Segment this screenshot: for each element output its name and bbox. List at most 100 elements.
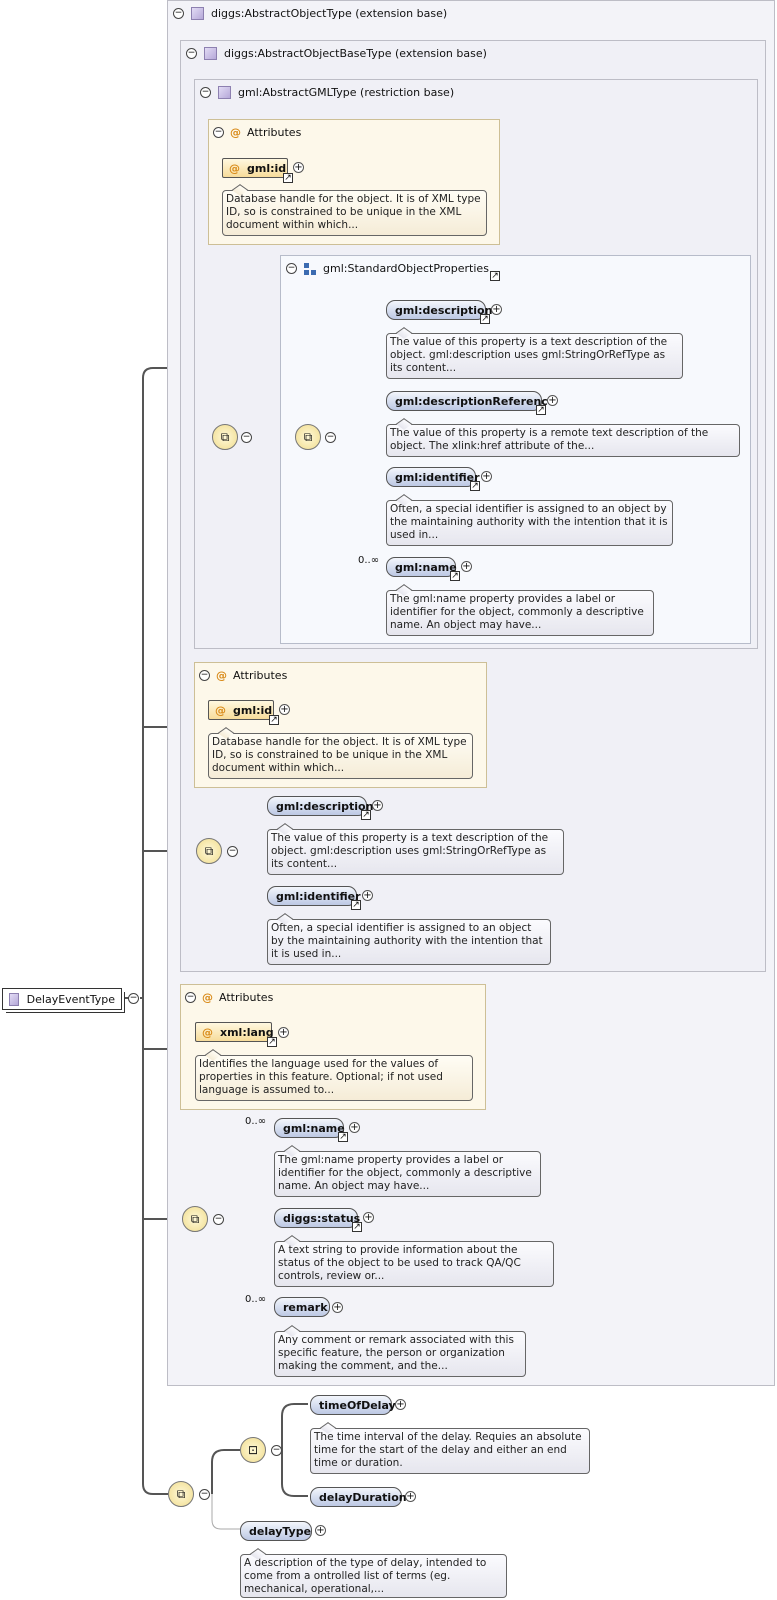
attribute-gml-id[interactable]: @ gml:id (222, 158, 288, 178)
sequence-compositor[interactable]: ⧉ (295, 424, 321, 450)
collapse-icon[interactable]: − (199, 1489, 210, 1500)
sequence-compositor[interactable]: ⧉ (168, 1481, 194, 1507)
collapse-icon[interactable]: − (227, 846, 238, 857)
sequence-compositor[interactable]: ⧉ (212, 424, 238, 450)
attribute-name: gml:id (247, 161, 287, 175)
attribute-name: gml:id (233, 703, 273, 717)
attribute-name: xml:lang (220, 1025, 274, 1039)
expand-icon[interactable]: + (461, 561, 472, 572)
abstract-object-base-type-label: diggs:AbstractObjectBaseType (extension … (224, 47, 487, 60)
expand-icon[interactable]: + (332, 1302, 343, 1313)
attributes-header: − @ Attributes (213, 126, 301, 139)
gml-description-doc: The value of this property is a text des… (267, 829, 564, 875)
expand-icon[interactable]: + (349, 1122, 360, 1133)
at-icon: @ (230, 126, 241, 139)
attribute-xml-lang[interactable]: @ xml:lang (195, 1022, 274, 1042)
gml-name-doc: The gml:name property provides a label o… (386, 590, 654, 636)
expand-icon[interactable]: + (372, 800, 383, 811)
abstract-gml-type-header: − gml:AbstractGMLType (restriction base) (200, 86, 454, 99)
collapse-icon[interactable]: − (185, 992, 196, 1003)
collapse-icon[interactable]: − (213, 1214, 224, 1225)
element-gml-identifier[interactable]: gml:identifier (386, 467, 480, 487)
reference-icon[interactable]: ↗ (450, 571, 460, 581)
reference-icon[interactable]: ↗ (267, 1037, 277, 1047)
expand-icon[interactable]: + (363, 1212, 374, 1223)
reference-icon[interactable]: ↗ (361, 810, 371, 820)
expand-icon[interactable]: + (362, 890, 373, 901)
collapse-icon[interactable]: − (286, 263, 297, 274)
expand-icon[interactable]: + (315, 1525, 326, 1536)
abstract-object-type-label: diggs:AbstractObjectType (extension base… (211, 7, 448, 20)
expand-icon[interactable]: + (491, 304, 502, 315)
element-gml-description[interactable]: gml:description (386, 300, 492, 320)
element-time-of-delay[interactable]: timeOfDelay (310, 1395, 396, 1415)
expand-icon[interactable]: + (293, 162, 304, 173)
element-diggs-status[interactable]: diggs:status (274, 1208, 360, 1228)
collapse-icon[interactable]: − (271, 1445, 282, 1456)
expand-icon[interactable]: + (279, 704, 290, 715)
sequence-compositor[interactable]: ⧉ (182, 1206, 208, 1232)
delay-type-doc: A description of the type of delay, inte… (240, 1554, 507, 1598)
expand-icon[interactable]: + (481, 471, 492, 482)
collapse-icon[interactable]: − (128, 993, 139, 1004)
attributes-label: Attributes (219, 991, 274, 1004)
complex-type-icon (191, 7, 204, 20)
element-delay-duration[interactable]: delayDuration (310, 1487, 407, 1507)
complex-type-icon (218, 86, 231, 99)
attributes-header: − @ Attributes (185, 991, 273, 1004)
reference-icon[interactable]: ↗ (480, 314, 490, 324)
attribute-gml-id[interactable]: @ gml:id (208, 700, 274, 720)
complex-type-icon (204, 47, 217, 60)
collapse-icon[interactable]: − (186, 48, 197, 59)
collapse-icon[interactable]: − (173, 8, 184, 19)
reference-icon[interactable]: ↗ (536, 405, 546, 415)
collapse-icon[interactable]: − (199, 670, 210, 681)
collapse-icon[interactable]: − (200, 87, 211, 98)
expand-icon[interactable]: + (395, 1399, 406, 1410)
reference-icon[interactable]: ↗ (283, 173, 293, 183)
reference-icon[interactable]: ↗ (470, 481, 480, 491)
attributes-header: − @ Attributes (199, 669, 287, 682)
expand-icon[interactable]: + (278, 1027, 289, 1038)
element-gml-identifier[interactable]: gml:identifier (267, 886, 361, 906)
time-of-delay-doc: The time interval of the delay. Requies … (310, 1428, 590, 1474)
element-remark[interactable]: remark (274, 1297, 330, 1317)
element-gml-name[interactable]: gml:name (274, 1118, 345, 1138)
element-gml-name[interactable]: gml:name (386, 557, 457, 577)
occurrence-label: 0..∞ (358, 555, 380, 566)
element-gml-description[interactable]: gml:description (267, 796, 373, 816)
abstract-object-type-header: − diggs:AbstractObjectType (extension ba… (173, 7, 447, 20)
at-icon: @ (229, 161, 240, 175)
reference-icon[interactable]: ↗ (490, 271, 500, 281)
group-label: gml:StandardObjectProperties (323, 262, 489, 275)
gml-id-doc: Database handle for the object. It is of… (222, 190, 487, 236)
element-delay-type[interactable]: delayType (240, 1521, 312, 1541)
root-label: DelayEventType (26, 992, 115, 1006)
diggs-status-doc: A text string to provide information abo… (274, 1241, 554, 1287)
xml-lang-doc: Identifies the language used for the val… (195, 1055, 473, 1101)
collapse-icon[interactable]: − (325, 432, 336, 443)
reference-icon[interactable]: ↗ (269, 715, 279, 725)
gml-identifier-doc: Often, a special identifier is assigned … (267, 919, 551, 965)
reference-icon[interactable]: ↗ (351, 900, 361, 910)
choice-compositor[interactable]: ⊡ (240, 1437, 266, 1463)
collapse-icon[interactable]: − (241, 432, 252, 443)
group-icon (304, 262, 316, 275)
reference-icon[interactable]: ↗ (352, 1222, 362, 1232)
collapse-icon[interactable]: − (213, 127, 224, 138)
reference-icon[interactable]: ↗ (338, 1132, 348, 1142)
sequence-compositor[interactable]: ⧉ (196, 838, 222, 864)
root-delay-event-type[interactable]: DelayEventType (2, 988, 125, 1013)
gml-name-doc: The gml:name property provides a label o… (274, 1151, 541, 1197)
expand-icon[interactable]: + (405, 1491, 416, 1502)
at-icon: @ (202, 991, 213, 1004)
at-icon: @ (202, 1025, 213, 1039)
group-header: − gml:StandardObjectProperties (286, 262, 489, 275)
gml-description-doc: The value of this property is a text des… (386, 333, 683, 379)
element-gml-description-reference[interactable]: gml:descriptionReference (386, 391, 555, 411)
gml-identifier-doc: Often, a special identifier is assigned … (386, 500, 673, 546)
occurrence-label: 0..∞ (245, 1294, 267, 1305)
abstract-object-base-type-header: − diggs:AbstractObjectBaseType (extensio… (186, 47, 487, 60)
at-icon: @ (215, 703, 226, 717)
expand-icon[interactable]: + (547, 395, 558, 406)
